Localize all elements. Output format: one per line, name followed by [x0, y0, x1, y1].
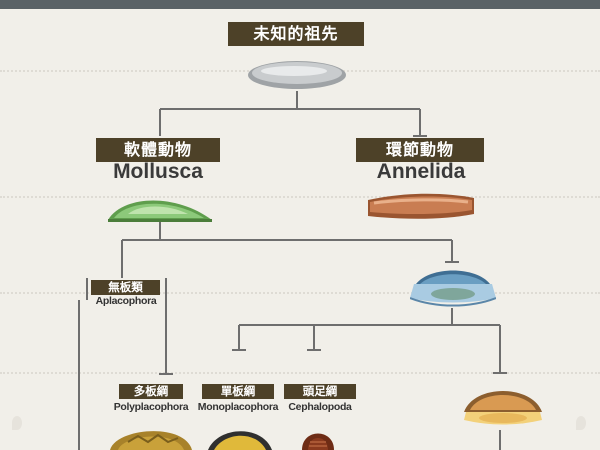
top-bar: [0, 0, 600, 9]
class-latin-cephalopoda: Cephalopoda: [288, 401, 352, 413]
branch-latin-mollusca: Mollusca: [113, 160, 203, 183]
dotted-divider: [0, 196, 600, 198]
branch-label-annelida: 環節動物: [356, 138, 484, 162]
ancestor-illustration: [248, 61, 346, 89]
class-latin-monoplacophora: Monoplacophora: [197, 401, 279, 413]
branch-latin-annelida: Annelida: [376, 160, 466, 183]
ancestral-mollusc-illustration: [410, 270, 496, 307]
annelida-illustration: [368, 193, 474, 219]
class-latin-aplacophora: Aplacophora: [95, 295, 157, 307]
right-marker-icon: [576, 416, 586, 430]
polyplacophora-illustration: [110, 431, 192, 450]
left-marker-icon: [12, 416, 22, 430]
class-label-cephalopoda: 頭足綱: [284, 384, 356, 399]
class-label-aplacophora: 無板類: [91, 280, 160, 295]
branch-label-mollusca: 軟體動物: [96, 138, 220, 162]
root-label: 未知的祖先: [228, 22, 364, 46]
cephalopoda-illustration: [302, 433, 334, 450]
class-latin-polyplacophora: Polyplacophora: [113, 401, 189, 413]
dotted-divider: [0, 372, 600, 374]
gastropod-like-illustration: [464, 391, 542, 425]
class-label-monoplacophora: 單板綱: [202, 384, 274, 399]
mollusca-illustration: [108, 200, 212, 222]
monoplacophora-illustration: [208, 431, 272, 450]
dotted-divider: [0, 292, 600, 294]
class-label-polyplacophora: 多板綱: [119, 384, 183, 399]
